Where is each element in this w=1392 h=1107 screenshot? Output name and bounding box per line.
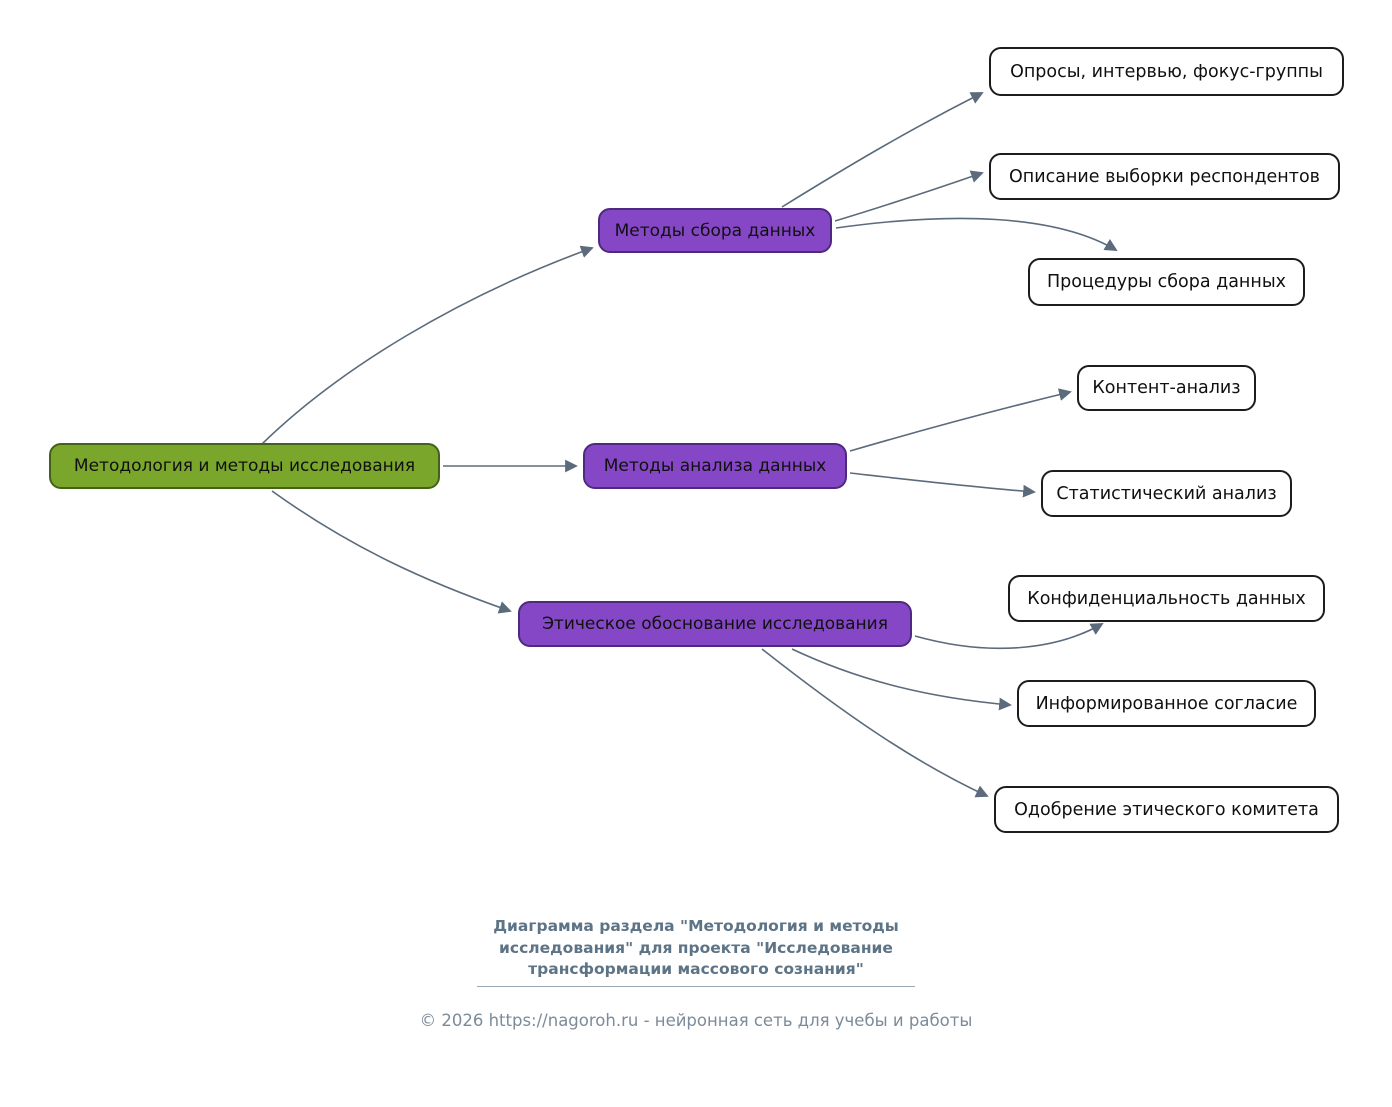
edge-b1-l2	[834, 170, 984, 222]
leaf-node-sample-description: Описание выборки респондентов	[989, 153, 1340, 200]
branch-node-ethics: Этическое обоснование исследования	[518, 601, 912, 647]
leaf-node-content-analysis: Контент-анализ	[1077, 365, 1256, 411]
edge-b3-l1	[914, 623, 1104, 650]
edge-b3-l3	[761, 648, 989, 798]
leaf-node-statistical-analysis: Статистический анализ	[1041, 470, 1292, 517]
footer-caption: Диаграмма раздела "Методология и методы …	[493, 917, 899, 979]
edge-root-branch3	[271, 490, 512, 614]
edge-b1-l1	[781, 92, 984, 208]
root-node: Методология и методы исследования	[49, 443, 440, 489]
branch-node-data-analysis: Методы анализа данных	[583, 443, 847, 489]
footer-divider	[477, 986, 915, 987]
edge-b2-l2	[849, 472, 1036, 498]
edge-b2-l1	[849, 388, 1072, 452]
edge-b3-l2	[791, 648, 1012, 711]
leaf-node-collection-procedures: Процедуры сбора данных	[1028, 258, 1305, 306]
edge-b1-l3	[835, 217, 1118, 251]
copyright-text: © 2026 https://nagoroh.ru - нейронная се…	[419, 1011, 973, 1030]
leaf-node-surveys: Опросы, интервью, фокус-группы	[989, 47, 1344, 96]
leaf-node-informed-consent: Информированное согласие	[1017, 680, 1316, 727]
branch-node-data-collection: Методы сбора данных	[598, 208, 832, 253]
edge-root-branch1	[261, 245, 594, 445]
leaf-node-confidentiality: Конфиденциальность данных	[1008, 575, 1325, 622]
leaf-node-ethics-committee: Одобрение этического комитета	[994, 786, 1339, 833]
